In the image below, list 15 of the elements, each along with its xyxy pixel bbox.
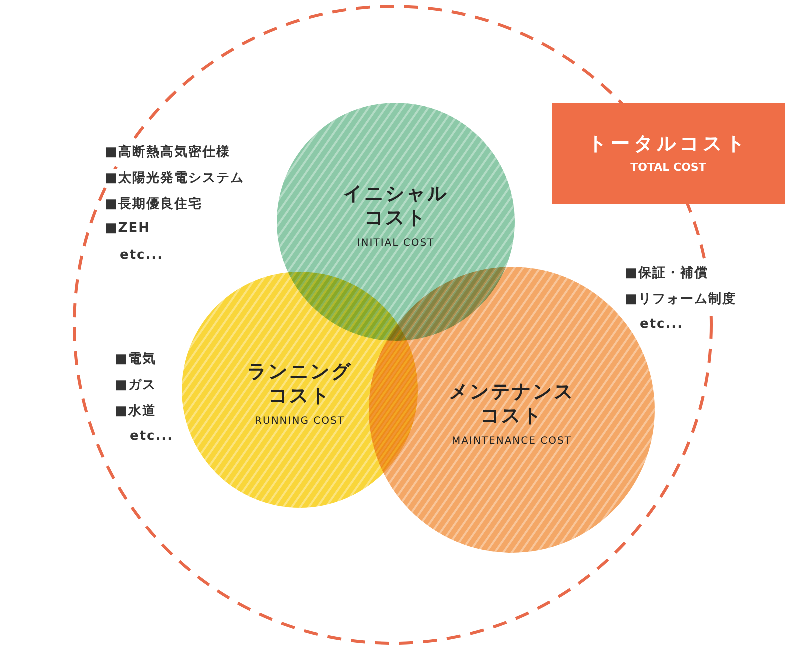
- list-item: ■リフォーム制度: [623, 290, 738, 308]
- circle-subtitle: INITIAL COST: [356, 238, 436, 249]
- circle-title: イニシャルコスト: [342, 182, 450, 230]
- box-title: トータルコスト: [587, 132, 750, 157]
- circle-subtitle: RUNNING COST: [254, 416, 346, 427]
- list-item: ■水道: [113, 402, 158, 420]
- list-item: ■保証・補償: [623, 264, 710, 282]
- circle-subtitle: MAINTENANCE COST: [451, 436, 573, 447]
- list-item: ■長期優良住宅: [103, 195, 204, 213]
- list-item: ■電気: [113, 350, 158, 368]
- circle-title: メンテナンスコスト: [448, 380, 576, 428]
- title-box: [552, 103, 785, 204]
- box-subtitle: TOTAL COST: [630, 161, 708, 174]
- circle-title: ランニングコスト: [246, 360, 354, 408]
- list-item: ■高断熱高気密仕様: [103, 143, 232, 161]
